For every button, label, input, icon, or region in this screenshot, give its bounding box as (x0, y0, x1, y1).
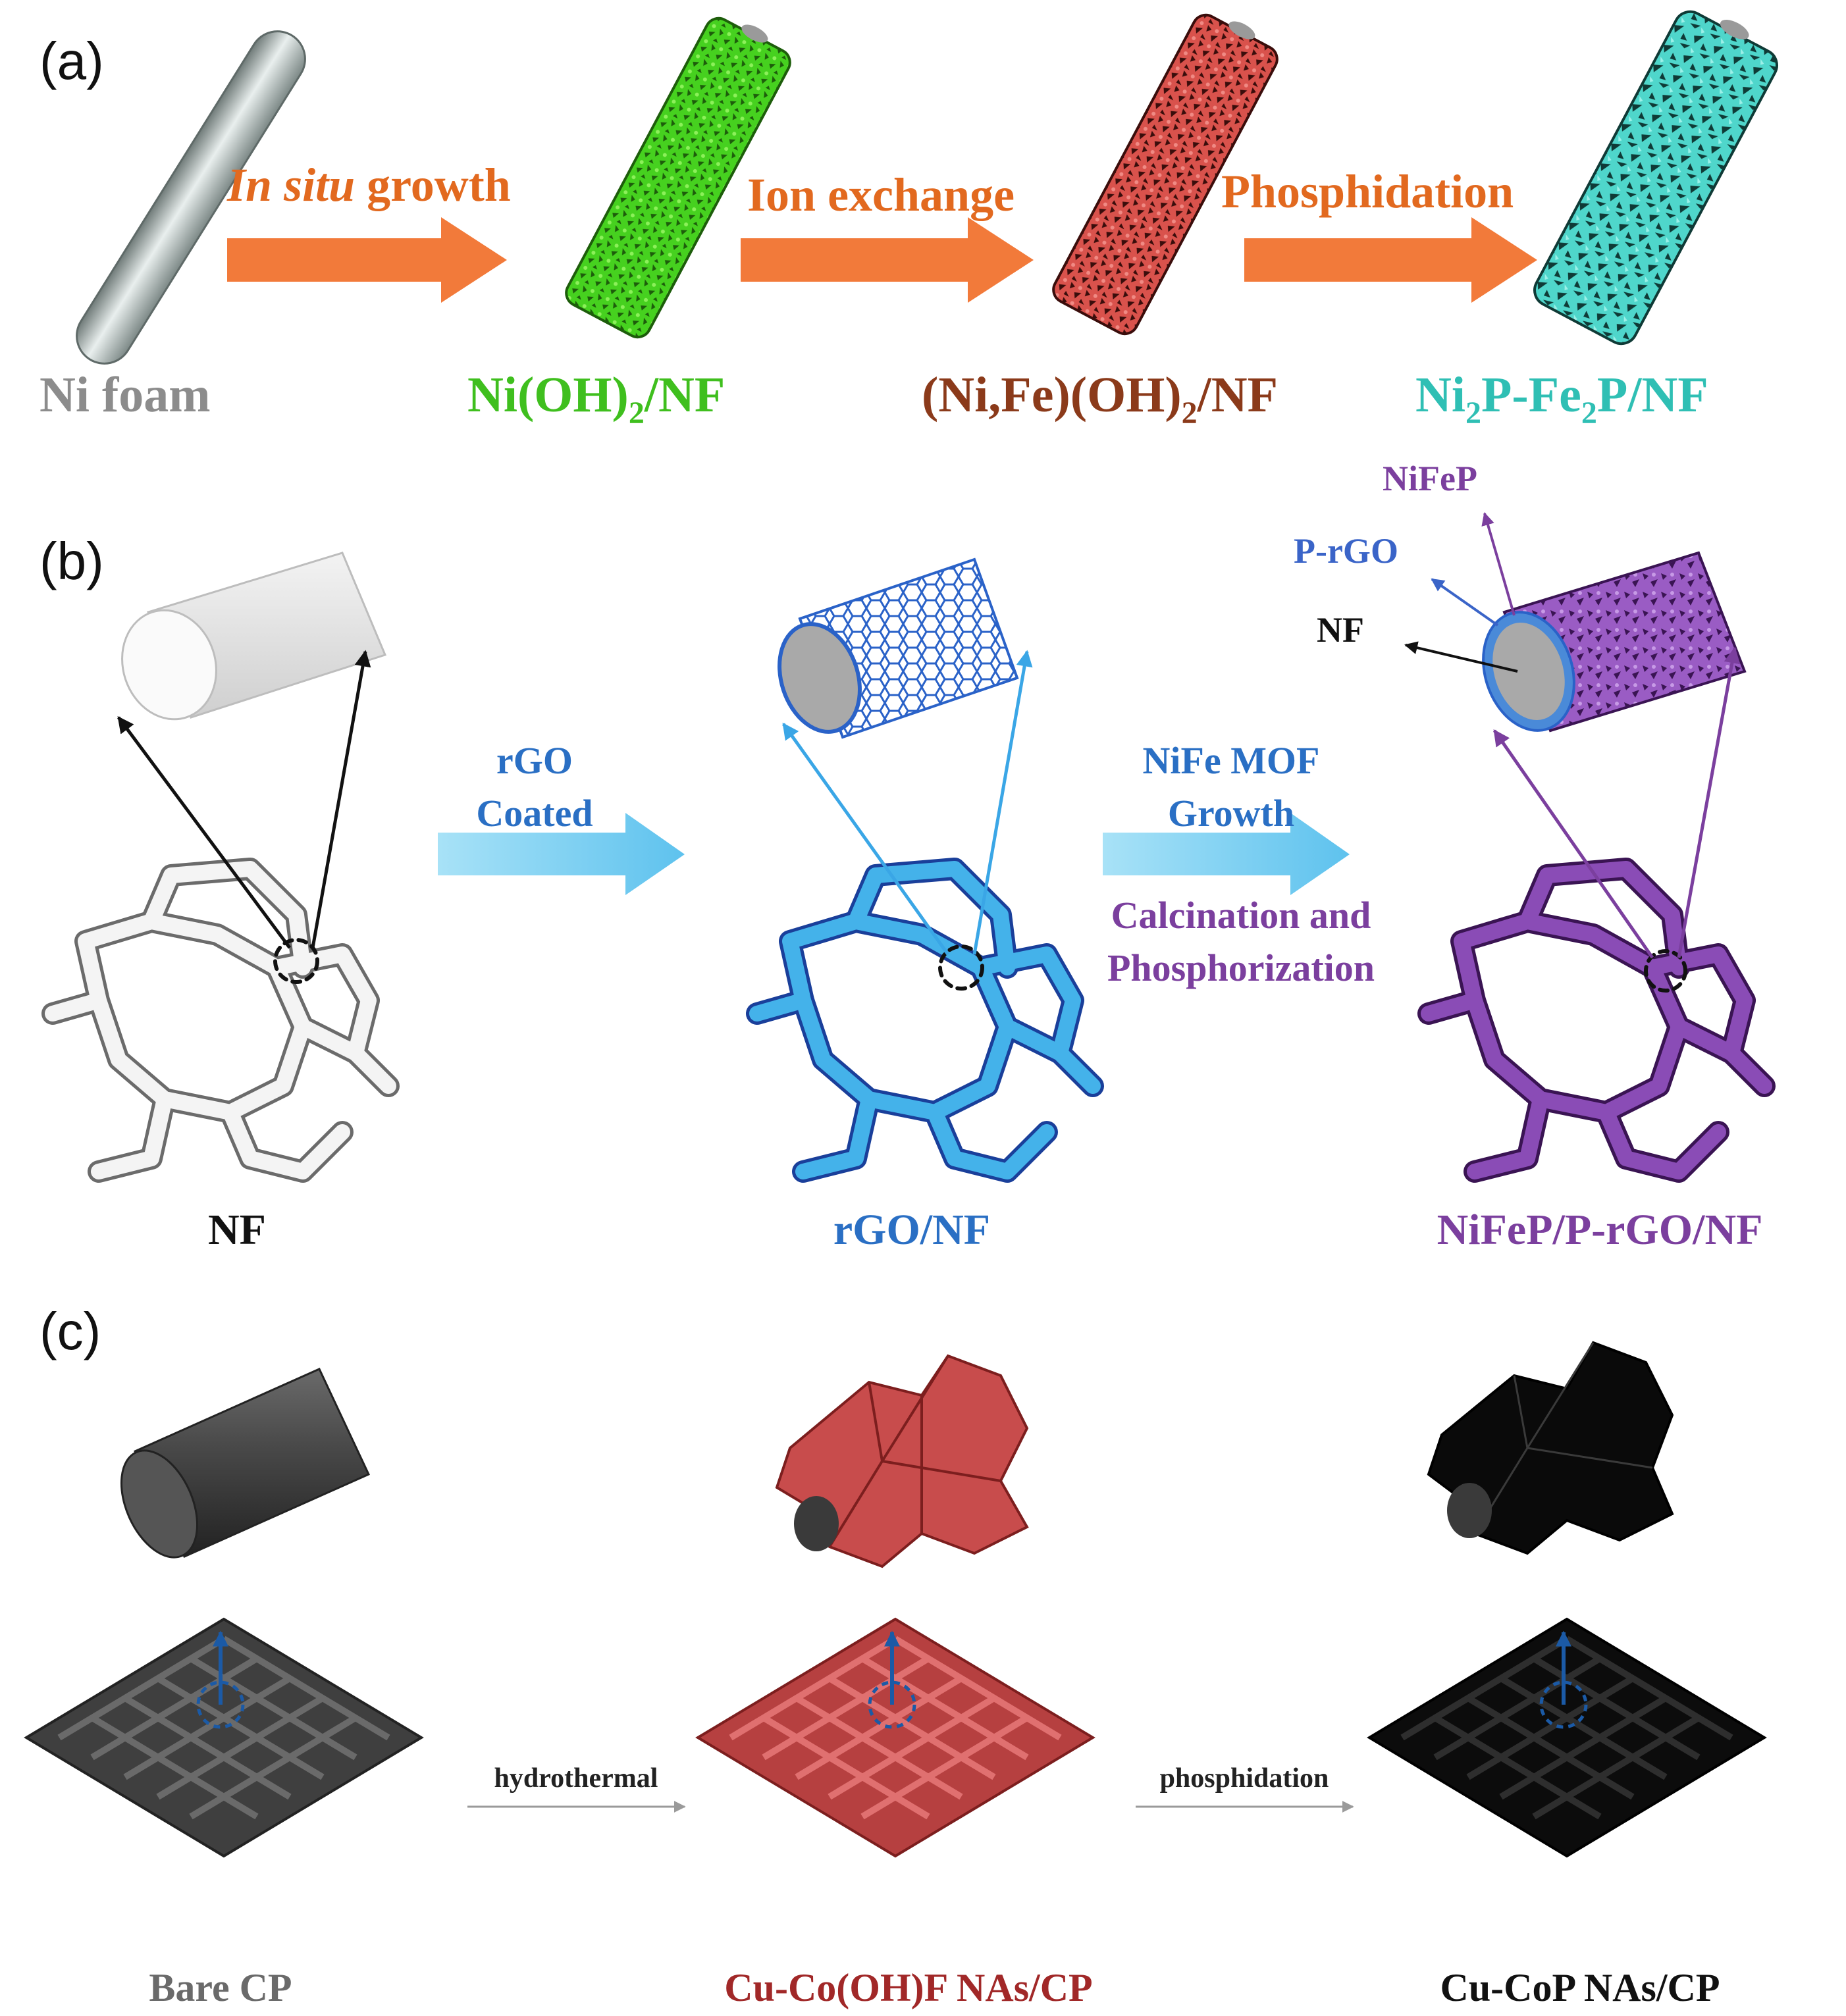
step-label-calcination: Calcination and (1111, 894, 1371, 937)
material-rgo-nf: rGO/NF (833, 1206, 990, 1254)
step-label-rgo: rGO (496, 739, 573, 782)
cucooh-woven-mesh-icon (695, 1617, 1095, 1858)
step-label-coated: Coated (476, 792, 593, 835)
step-label-in-situ-growth: In situ growth (226, 159, 511, 211)
pointer-nifep (1481, 512, 1516, 616)
bare-cp-rod-icon (120, 1368, 371, 1559)
step-label-ion-exchange: Ion exchange (747, 168, 1015, 221)
step-label-hydrothermal: hydrothermal (494, 1763, 658, 1794)
step-label-growth: Growth (1168, 792, 1294, 835)
material-bare-cp: Bare CP (149, 1966, 292, 2009)
zoom-arrow-nf-left (117, 715, 292, 949)
pointer-nf (1404, 641, 1518, 673)
panel-c: (c) (24, 1302, 1767, 2009)
material-nifeoh2-nf: (Ni,Fe)(OH)2/NF (922, 367, 1278, 430)
step-label-nife-mof: NiFe MOF (1143, 739, 1320, 782)
panel-b-label: (b) (40, 532, 104, 590)
ni-foam-rod-icon (76, 30, 306, 365)
material-cucooh-nas-cp: Cu-Co(OH)F NAs/CP (724, 1966, 1092, 2009)
material-cucop-nas-cp: Cu-CoP NAs/CP (1440, 1966, 1720, 2009)
nf-strut-cylinder-icon (121, 552, 387, 721)
step-label-phosphidation: Phosphidation (1221, 165, 1514, 218)
zoom-arrow-nifep-left (1492, 729, 1654, 959)
panel-a: (a) In situ growth (40, 10, 1778, 430)
panel-a-label: (a) (40, 32, 104, 90)
nifep-rgo-nf-tube-icon (1482, 551, 1747, 733)
rgo-nf-foam-network-icon (746, 858, 1104, 1183)
cucooh-nanoarray-rod-icon (775, 1354, 1029, 1568)
step-label-phosphidation-c: phosphidation (1160, 1763, 1329, 1794)
cucop-woven-mesh-icon (1367, 1617, 1767, 1858)
layer-label-p-rgo: P-rGO (1294, 531, 1398, 571)
material-nifep-p-rgo-nf: NiFeP/P-rGO/NF (1437, 1206, 1763, 1254)
material-nioh2-nf: Ni(OH)2/NF (467, 367, 725, 430)
nf-foam-network-icon (41, 858, 400, 1183)
rgo-mesh-tube-icon (778, 557, 1019, 739)
panel-c-label: (c) (40, 1302, 101, 1360)
step-label-phosphorization: Phosphorization (1107, 946, 1375, 989)
material-ni-foam: Ni foam (40, 367, 211, 423)
ni2p-fe2p-coated-rod-icon (1533, 10, 1778, 346)
nifeoh2-coated-rod-icon (1052, 13, 1279, 336)
step-arrow-rgo-coated (438, 813, 685, 895)
panel-b: (b) rGO (40, 459, 1776, 1254)
zoom-arrow-nf-right (311, 650, 371, 948)
material-ni2p-fe2p-nf: Ni2P-Fe2P/NF (1415, 367, 1708, 430)
cucop-nanoarray-rod-icon (1427, 1341, 1674, 1555)
nifep-foam-network-icon (1417, 858, 1776, 1183)
step-arrow-in-situ (227, 217, 507, 303)
layer-label-nifep: NiFeP (1383, 459, 1477, 498)
layer-label-nf: NF (1317, 610, 1364, 650)
material-nf: NF (208, 1206, 266, 1254)
step-arrow-mof-growth (1103, 813, 1350, 895)
zoom-arrow-rgo-left (781, 722, 950, 956)
zoom-arrow-nifep-right (1677, 646, 1741, 958)
step-arrow-phosphidation (1244, 217, 1537, 303)
bare-cp-woven-mesh-icon (24, 1617, 424, 1858)
nioh2-coated-rod-icon (565, 16, 791, 339)
step-arrow-ion-exchange (741, 217, 1034, 303)
pointer-p-rgo (1431, 578, 1499, 627)
zoom-arrow-rgo-right (972, 650, 1033, 955)
